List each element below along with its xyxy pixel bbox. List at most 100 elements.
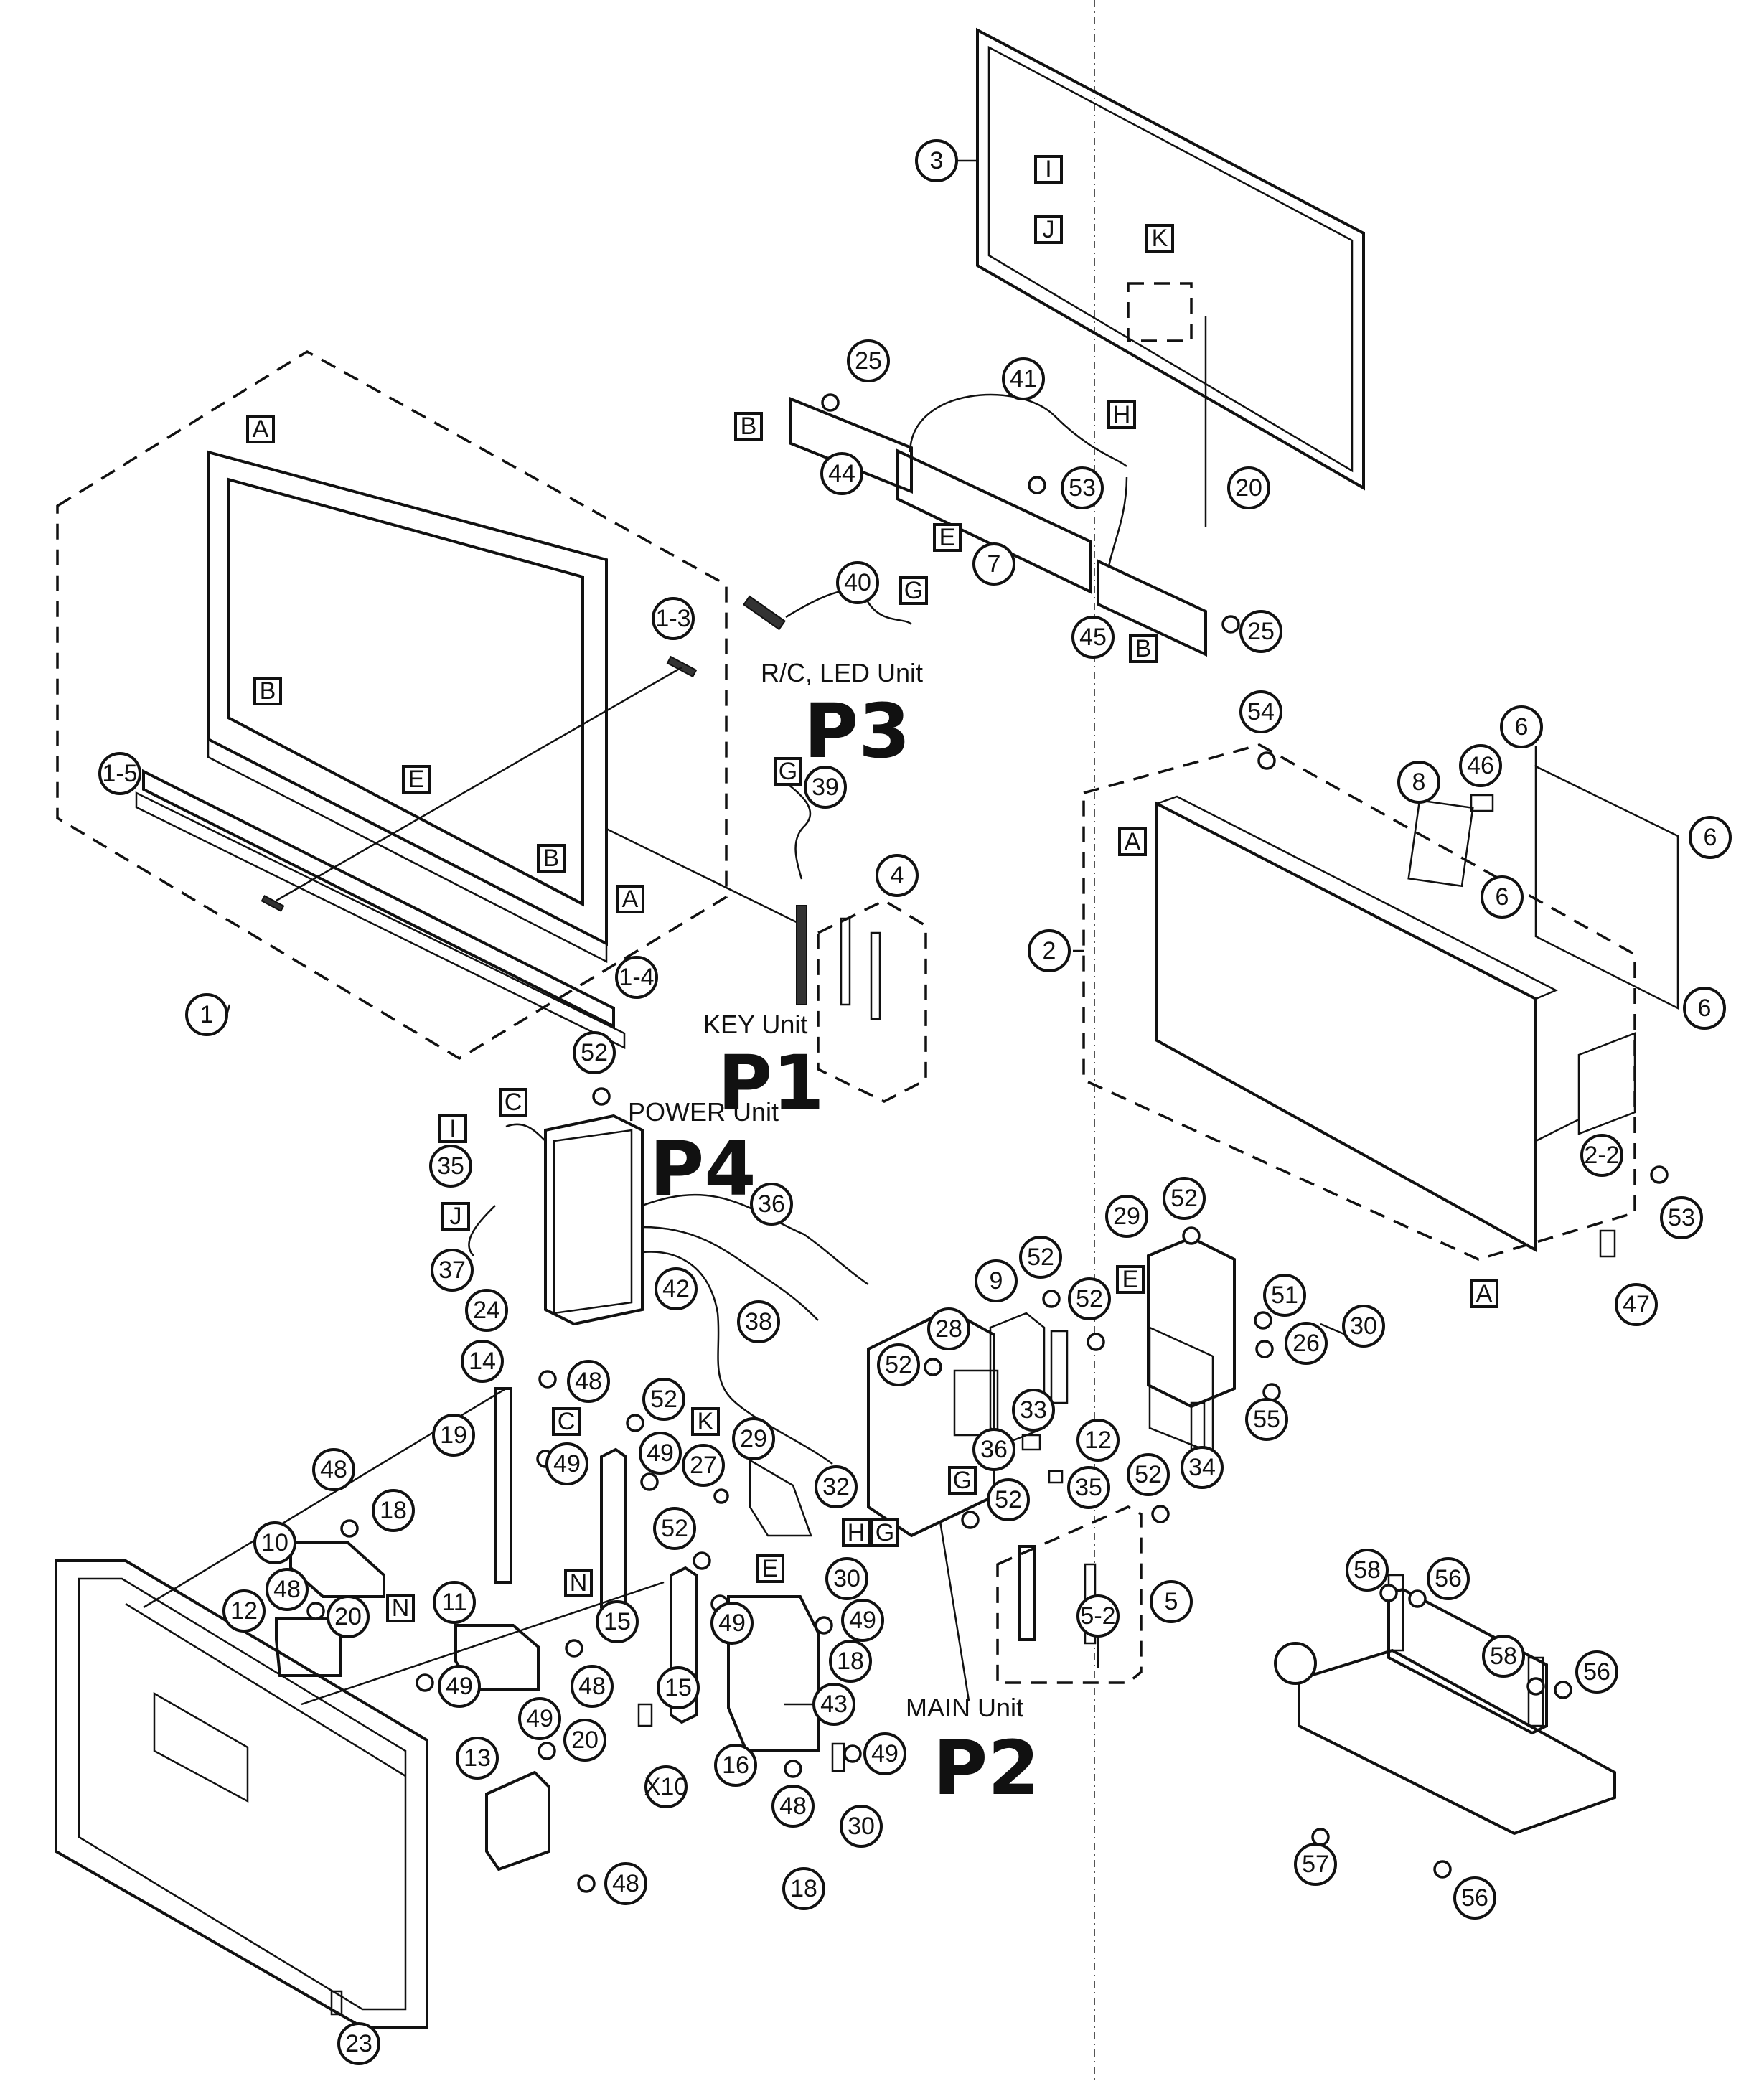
cable-35 [505,1123,546,1142]
panel-chassis [1155,801,1537,1253]
svg-text:32: 32 [822,1473,850,1500]
svg-text:37: 37 [438,1256,466,1284]
svg-text:6: 6 [1515,713,1529,741]
ref-a-panel-bottom: A [1470,1279,1498,1308]
speaker-right [1097,558,1207,657]
bracket-29-lower [831,1742,845,1772]
chassis-frame-inner [78,1577,407,2011]
cable-36 [642,1194,869,1286]
callout-16: 16 [714,1744,757,1787]
ref-i-main: G [871,1518,899,1547]
callout-51: 51 [1263,1274,1306,1317]
front-bezel-inner [227,477,584,907]
callout-1-5: 1-5 [98,752,141,795]
svg-text:A: A [1125,828,1141,855]
ref-e-terminal: E [1116,1265,1145,1294]
svg-text:49: 49 [849,1607,876,1634]
svg-text:27: 27 [690,1452,717,1479]
svg-text:1-5: 1-5 [102,760,137,787]
ref-h-main: G [948,1466,977,1495]
screw-48-14 [538,1370,557,1389]
callout-34: 36 [972,1428,1015,1471]
screw-48-16 [784,1760,802,1778]
rc-window-1-3 [666,655,698,678]
svg-text:35: 35 [437,1152,464,1180]
callout-6-middle: 6 [1481,875,1524,919]
ref-a-bezel-bottom: A [616,885,644,913]
unit-labels: R/C, LED Unit P3 KEY Unit P1 POWER Unit … [628,658,1040,1812]
ref-c-bracket: C [552,1407,581,1436]
screw-50-9 [1042,1290,1061,1308]
callout-18-bottom: 18 [782,1867,825,1910]
front-cabinet-assembly [56,349,804,1061]
svg-text:52: 52 [995,1486,1022,1513]
power-unit [468,1114,869,1465]
callout-49-15b: 49 [710,1602,754,1645]
svg-text:28: 28 [935,1315,962,1343]
callout-22: 24 [465,1289,508,1332]
label-47 [1599,1229,1616,1258]
svg-text:42: 42 [662,1275,690,1302]
callout-18-top: 18 [372,1489,415,1532]
bracket-58 [637,1703,653,1727]
callout-49-13: 49 [518,1697,561,1740]
bracket-16 [727,1595,820,1752]
callout-48-10: 48 [312,1448,355,1491]
svg-text:29: 29 [1113,1203,1140,1230]
callout-19: 19 [432,1414,475,1457]
screw-50-main [961,1511,980,1529]
screw-52-top [1028,476,1046,494]
callout-6-bottom: 6 [1683,987,1726,1030]
callout-49-16-top: 49 [841,1599,884,1642]
screw-48-11 [565,1639,583,1658]
cable-37 [468,1205,496,1256]
callout-5: 5 [1150,1580,1193,1623]
callout-49-16-bottom: 49 [863,1732,906,1775]
callout-38: 38 [737,1300,780,1343]
callout-29-top: 30 [1342,1305,1385,1348]
leader-main-unit [939,1521,970,1701]
callout-18-mid: 18 [829,1640,872,1683]
ref-m-rear: K [1145,224,1174,253]
screw-50-16 [693,1551,711,1570]
screw-54 [1262,1383,1281,1401]
leader-frame-to-15 [301,1581,665,1706]
chassis-frame [55,1387,665,2029]
screw-50-sub [1151,1505,1170,1523]
callout-4: 4 [876,854,919,897]
ref-k-rear: I [1034,155,1063,184]
svg-text:47: 47 [1623,1291,1650,1318]
ref-g-bezel: E [402,765,431,794]
label-46 [1470,794,1494,812]
callout-55-bottom: 56 [1453,1876,1496,1920]
screw-51 [1254,1311,1272,1330]
svg-text:48: 48 [779,1793,807,1820]
callout-48-11: 48 [571,1665,614,1708]
callout-48-16: 48 [771,1785,815,1828]
svg-text:25: 25 [855,347,882,375]
callout-49-14: 49 [545,1442,588,1485]
svg-text:N: N [392,1594,410,1622]
label-power-unit: POWER Unit [628,1097,779,1127]
screw-50-28 [1182,1226,1201,1245]
callout-48-13: 48 [604,1862,647,1905]
svg-text:36: 36 [758,1190,785,1218]
screw-49-16 [815,1616,833,1635]
svg-text:A: A [253,415,269,443]
svg-text:J: J [1043,216,1055,243]
reference-letters: I J K A B H E B G B E B A G A A C I J E … [246,155,1498,1622]
svg-text:10: 10 [261,1529,288,1556]
ref-l-power: J [441,1202,470,1231]
svg-text:6: 6 [1704,824,1717,851]
svg-text:1-3: 1-3 [655,605,690,632]
svg-text:6: 6 [1496,883,1509,911]
ref-j-speaker: H [1107,400,1136,429]
callout-47: 47 [1615,1283,1658,1326]
screws [306,393,1669,1893]
bracket-27 [749,1458,812,1537]
callout-37: 37 [431,1249,474,1292]
svg-text:30: 30 [833,1565,860,1592]
callout-55-right: 56 [1575,1650,1618,1694]
callout-45: 45 [1071,616,1115,659]
stand-post-right [1527,1656,1544,1727]
